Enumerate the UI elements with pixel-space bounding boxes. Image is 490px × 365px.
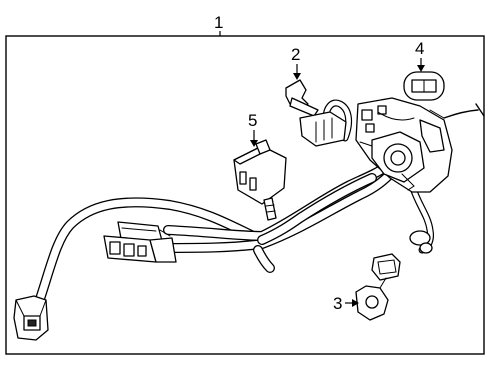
part-5-module <box>233 139 287 221</box>
wiring-harness <box>33 99 485 310</box>
assembly-frame <box>5 35 485 355</box>
svg-text:1: 1 <box>214 13 223 32</box>
svg-text:5: 5 <box>248 111 257 130</box>
switch-housing <box>355 97 453 193</box>
part-3-socket <box>355 253 401 321</box>
svg-text:4: 4 <box>415 39 424 58</box>
svg-text:3: 3 <box>333 294 342 313</box>
callout-1: 1 <box>214 13 223 36</box>
callout-2: 2 <box>291 45 301 80</box>
svg-text:2: 2 <box>291 45 300 64</box>
part-2-clip <box>285 79 319 117</box>
left-end-connector <box>13 295 49 341</box>
part-4-grommet <box>403 71 445 101</box>
callout-5: 5 <box>248 111 258 147</box>
harness-plug-connector <box>299 111 347 147</box>
pigtail-connector <box>409 230 433 254</box>
callout-3: 3 <box>333 294 359 313</box>
multi-pin-connectors <box>103 221 177 263</box>
callout-4: 4 <box>415 39 425 72</box>
